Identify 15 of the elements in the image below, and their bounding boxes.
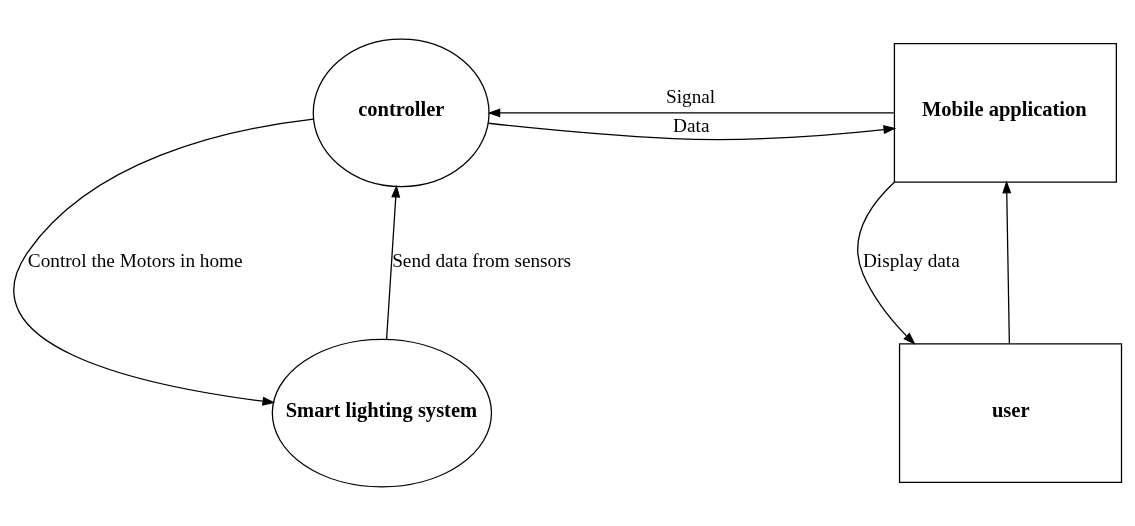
arrow bbox=[13, 118, 315, 406]
edge-label: Data bbox=[673, 115, 710, 137]
arrow bbox=[487, 122, 897, 141]
node-box: Mobile application bbox=[893, 43, 1117, 183]
arrow bbox=[385, 184, 401, 340]
edge-label: Send data from sensors bbox=[392, 250, 572, 272]
edge-label: Control the Motors in home bbox=[27, 250, 243, 272]
node-ellipse: controller bbox=[312, 38, 490, 188]
edge-label: Display data bbox=[862, 250, 960, 272]
edge-label: Signal bbox=[666, 85, 716, 107]
arrow bbox=[857, 181, 916, 345]
node-ellipse: Smart lighting system bbox=[271, 338, 493, 488]
arrow bbox=[487, 108, 895, 118]
arrow bbox=[1002, 180, 1012, 344]
node-box: user bbox=[898, 343, 1123, 483]
